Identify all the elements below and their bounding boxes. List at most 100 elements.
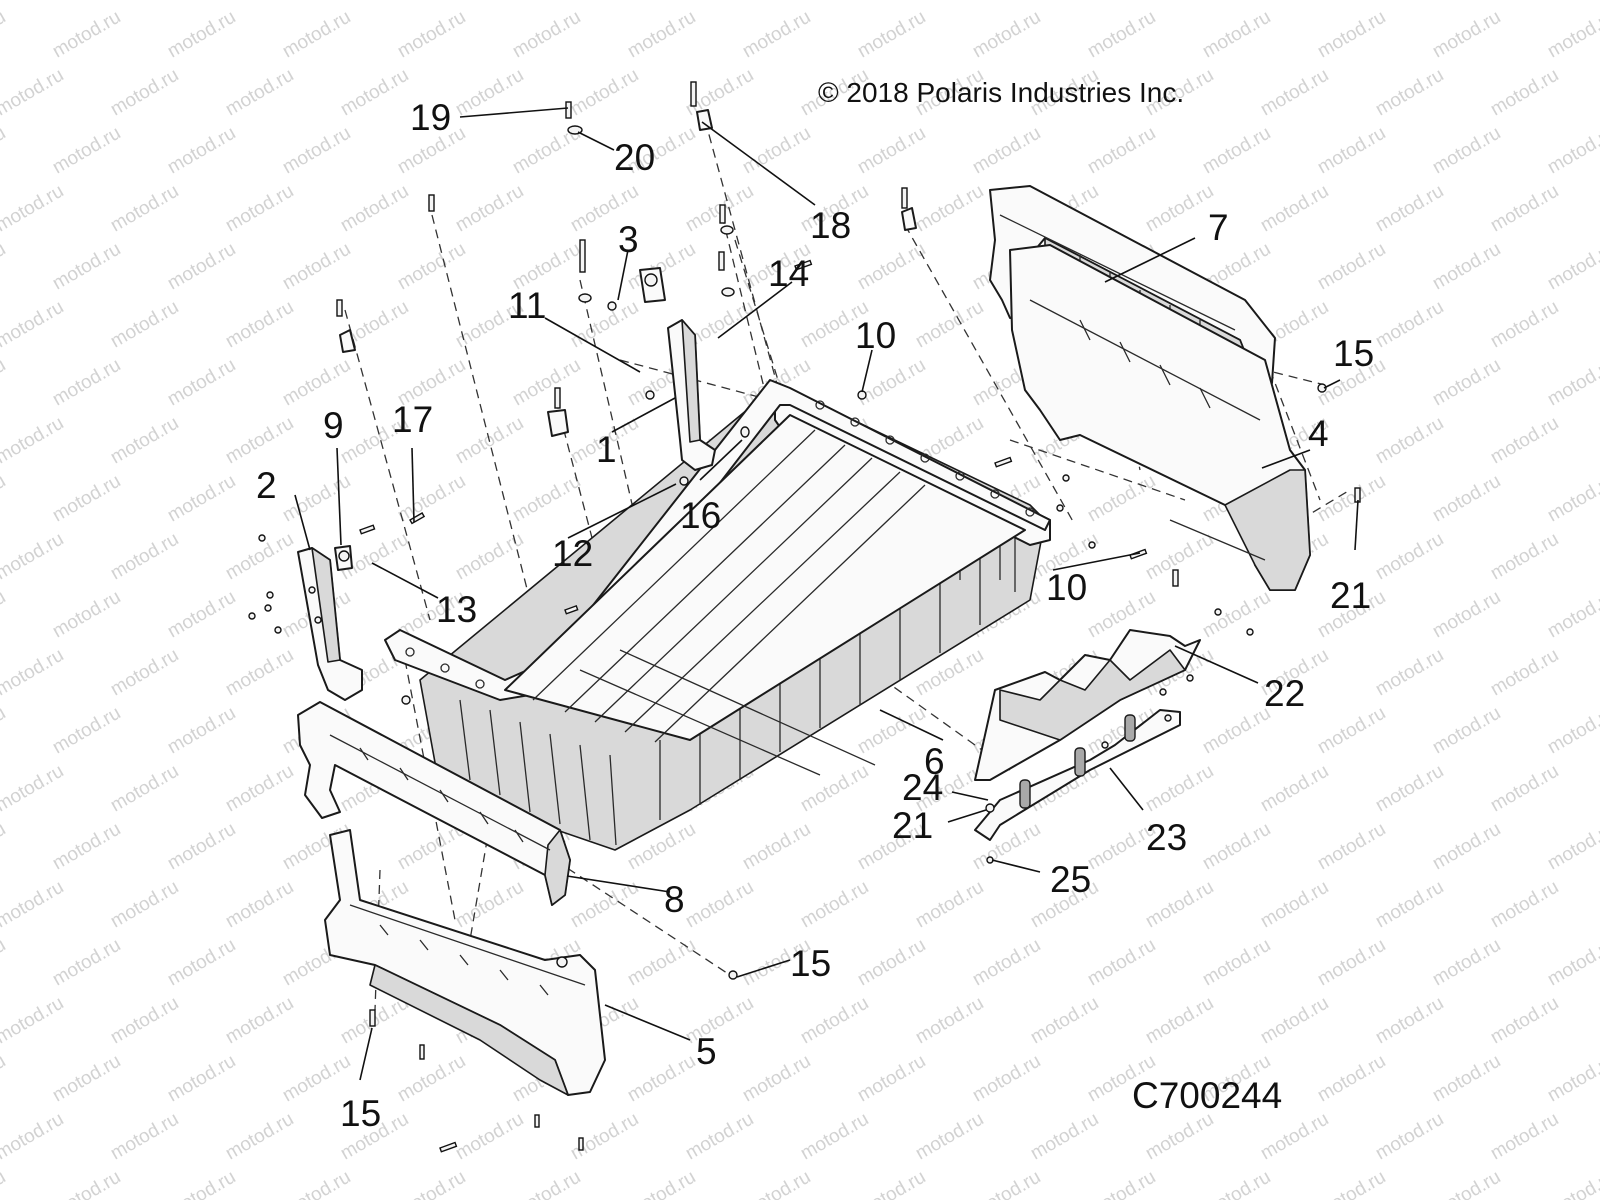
watermark-text: motod.ru bbox=[1199, 123, 1274, 179]
callout-14: 14 bbox=[768, 253, 809, 294]
watermark-text: motod.ru bbox=[1429, 123, 1504, 179]
watermark-text: motod.ru bbox=[452, 1109, 527, 1165]
watermark-text: motod.ru bbox=[854, 1167, 929, 1200]
watermark-text: motod.ru bbox=[0, 819, 9, 875]
watermark-text: motod.ru bbox=[164, 123, 239, 179]
watermark-text: motod.ru bbox=[1372, 761, 1447, 817]
watermark-text: motod.ru bbox=[1429, 1051, 1504, 1107]
watermark-text: motod.ru bbox=[0, 1109, 67, 1165]
watermark-text: motod.ru bbox=[1257, 181, 1332, 237]
watermark-text: motod.ru bbox=[222, 181, 297, 237]
watermark-text: motod.ru bbox=[969, 935, 1044, 991]
callout-15-bottom: 15 bbox=[340, 1093, 381, 1134]
watermark-text: motod.ru bbox=[912, 1109, 987, 1165]
watermark-text: motod.ru bbox=[452, 877, 527, 933]
watermark-text: motod.ru bbox=[739, 123, 814, 179]
callout-18: 18 bbox=[810, 205, 851, 246]
watermark-text: motod.ru bbox=[567, 877, 642, 933]
watermark-text: motod.ru bbox=[279, 471, 354, 527]
callout-13: 13 bbox=[436, 589, 477, 630]
watermark-text: motod.ru bbox=[567, 0, 642, 4]
watermark-text: motod.ru bbox=[797, 993, 872, 1049]
callout-15-right: 15 bbox=[1333, 333, 1374, 374]
watermark-text: motod.ru bbox=[969, 123, 1044, 179]
watermark-text: motod.ru bbox=[452, 529, 527, 585]
watermark-text: motod.ru bbox=[1027, 0, 1102, 4]
callout-21-right: 21 bbox=[1330, 575, 1371, 616]
callout-4: 4 bbox=[1308, 413, 1329, 454]
watermark-text: motod.ru bbox=[1257, 65, 1332, 121]
watermark-text: motod.ru bbox=[222, 645, 297, 701]
watermark-text: motod.ru bbox=[394, 1051, 469, 1107]
watermark-text: motod.ru bbox=[394, 1167, 469, 1200]
callout-7: 7 bbox=[1208, 207, 1229, 248]
watermark-text: motod.ru bbox=[107, 1109, 182, 1165]
watermark-text: motod.ru bbox=[854, 239, 929, 295]
watermark-text: motod.ru bbox=[1084, 935, 1159, 991]
watermark-text: motod.ru bbox=[222, 65, 297, 121]
watermark-text: motod.ru bbox=[337, 65, 412, 121]
watermark-text: motod.ru bbox=[107, 761, 182, 817]
watermark-text: motod.ru bbox=[1487, 529, 1562, 585]
watermark-text: motod.ru bbox=[1142, 761, 1217, 817]
watermark-text: motod.ru bbox=[0, 471, 9, 527]
watermark-text: motod.ru bbox=[797, 1109, 872, 1165]
watermark-text: motod.ru bbox=[49, 935, 124, 991]
drawing-number: C700244 bbox=[1132, 1075, 1282, 1116]
watermark-text: motod.ru bbox=[0, 7, 9, 63]
watermark-text: motod.ru bbox=[854, 703, 929, 759]
watermark-text: motod.ru bbox=[49, 7, 124, 63]
callout-10-lower: 10 bbox=[1046, 567, 1087, 608]
watermark-text: motod.ru bbox=[0, 123, 9, 179]
watermark-text: motod.ru bbox=[49, 471, 124, 527]
part-8-front-upper-panel bbox=[297, 701, 571, 906]
watermark-text: motod.ru bbox=[0, 65, 67, 121]
watermark-text: motod.ru bbox=[0, 181, 67, 237]
callout-16: 16 bbox=[680, 495, 721, 536]
watermark-text: motod.ru bbox=[107, 181, 182, 237]
watermark-text: motod.ru bbox=[739, 1051, 814, 1107]
watermark-text: motod.ru bbox=[854, 7, 929, 63]
watermark-text: motod.ru bbox=[164, 703, 239, 759]
callout-6: 6 bbox=[924, 741, 945, 782]
watermark-text: motod.ru bbox=[1372, 297, 1447, 353]
watermark-text: motod.ru bbox=[107, 413, 182, 469]
callout-23: 23 bbox=[1146, 817, 1187, 858]
watermark-text: motod.ru bbox=[49, 355, 124, 411]
watermark-text: motod.ru bbox=[222, 761, 297, 817]
watermark-text: motod.ru bbox=[1487, 65, 1562, 121]
watermark-text: motod.ru bbox=[107, 0, 182, 4]
watermark-text: motod.ru bbox=[394, 7, 469, 63]
watermark-text: motod.ru bbox=[1257, 0, 1332, 4]
watermark-text: motod.ru bbox=[394, 471, 469, 527]
watermark-text: motod.ru bbox=[1372, 0, 1447, 4]
watermark-text: motod.ru bbox=[797, 761, 872, 817]
watermark-text: motod.ru bbox=[912, 181, 987, 237]
watermark-text: motod.ru bbox=[107, 993, 182, 1049]
watermark-text: motod.ru bbox=[49, 819, 124, 875]
watermark-text: motod.ru bbox=[1487, 297, 1562, 353]
callout-5: 5 bbox=[696, 1031, 717, 1072]
watermark-text: motod.ru bbox=[1487, 0, 1562, 4]
watermark-text: motod.ru bbox=[1084, 1167, 1159, 1200]
watermark-text: motod.ru bbox=[0, 355, 9, 411]
watermark-text: motod.ru bbox=[1544, 1167, 1600, 1200]
callout-9: 9 bbox=[323, 405, 344, 446]
watermark-text: motod.ru bbox=[0, 993, 67, 1049]
callout-15-mid: 15 bbox=[790, 943, 831, 984]
watermark-text: motod.ru bbox=[624, 1167, 699, 1200]
watermark-text: motod.ru bbox=[0, 239, 9, 295]
watermark-text: motod.ru bbox=[1429, 7, 1504, 63]
watermark-text: motod.ru bbox=[1142, 529, 1217, 585]
callout-24: 24 bbox=[902, 767, 943, 808]
watermark-text: motod.ru bbox=[1429, 355, 1504, 411]
watermark-text: motod.ru bbox=[624, 1051, 699, 1107]
watermark-text: motod.ru bbox=[854, 935, 929, 991]
watermark-text: motod.ru bbox=[1487, 761, 1562, 817]
watermark-text: motod.ru bbox=[1429, 471, 1504, 527]
watermark-text: motod.ru bbox=[1084, 123, 1159, 179]
watermark-text: motod.ru bbox=[1372, 413, 1447, 469]
watermark-text: motod.ru bbox=[624, 7, 699, 63]
watermark-text: motod.ru bbox=[1544, 7, 1600, 63]
